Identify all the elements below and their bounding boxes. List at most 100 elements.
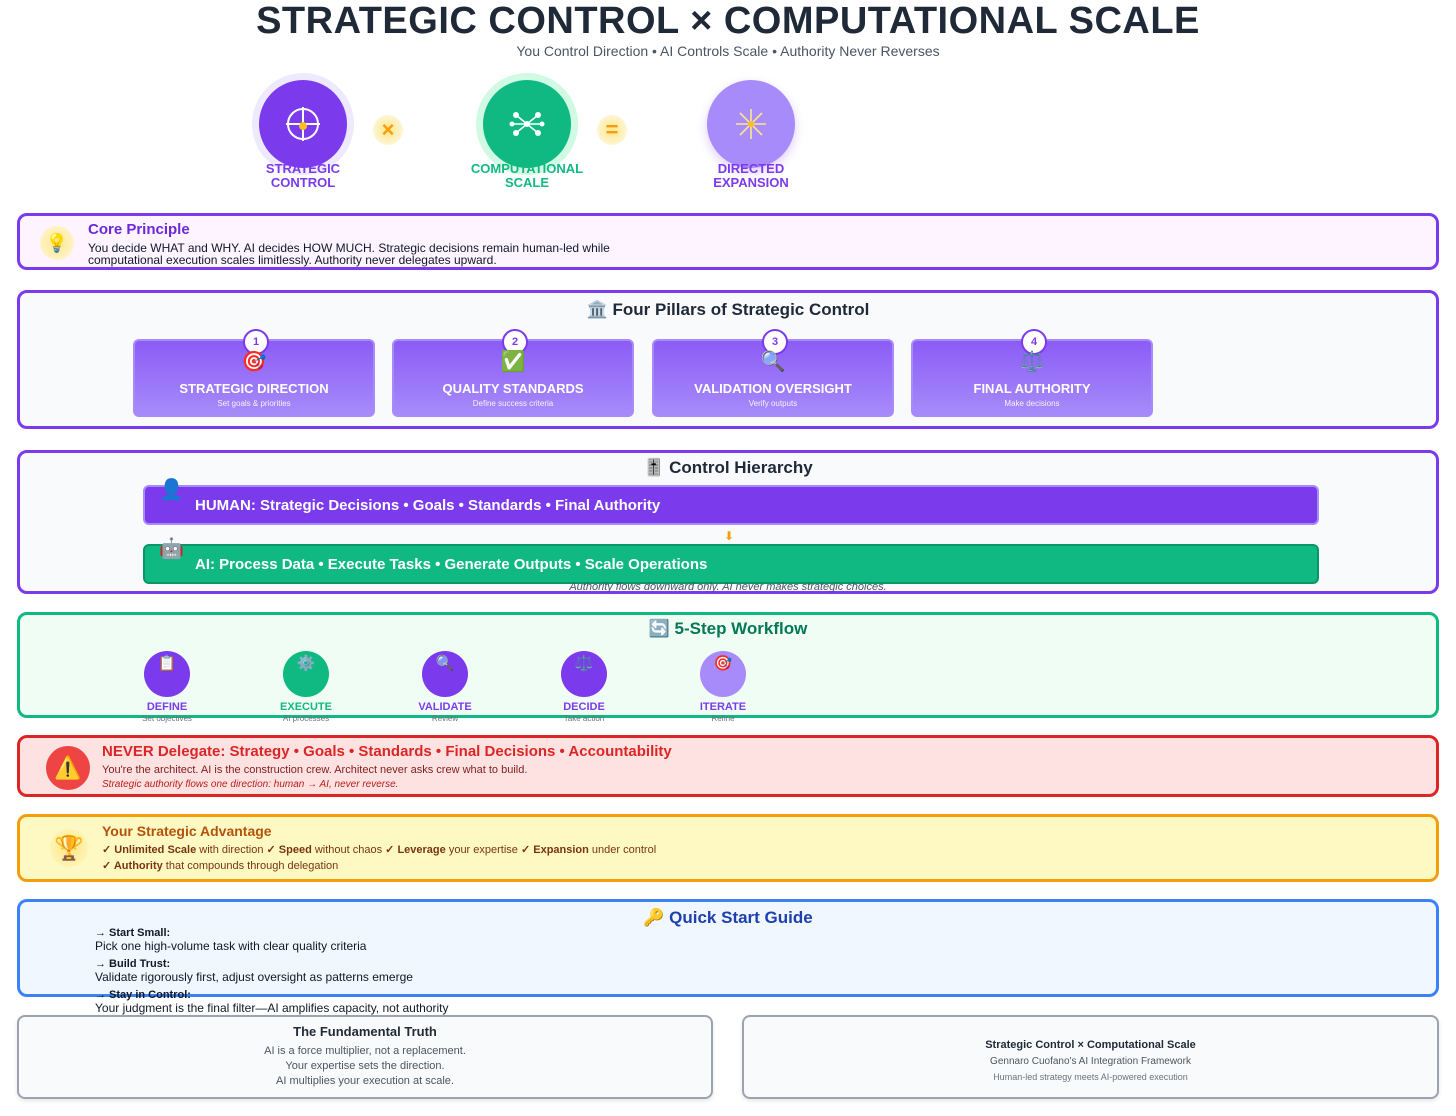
workflow-step-decide: ⚖️ DECIDE Take action bbox=[524, 651, 644, 723]
trophy-icon: 🏆 bbox=[50, 829, 88, 867]
warning-icon: ⚠️ bbox=[46, 746, 90, 790]
pillar-number-badge: 1 bbox=[243, 329, 269, 355]
computational-scale-label-2: SCALE bbox=[504, 175, 550, 190]
equation-strategic-control: STRATEGIC CONTROL bbox=[243, 80, 363, 190]
step-subtitle: Take action bbox=[563, 714, 605, 723]
fundamental-truth-line: AI multiplies your execution at scale. bbox=[276, 1075, 454, 1087]
person-icon: 👤 bbox=[159, 479, 184, 501]
pillar-title: STRATEGIC DIRECTION bbox=[179, 381, 329, 396]
step-label: ITERATE bbox=[699, 701, 747, 713]
ai-layer-bar: 🤖 AI: Process Data • Execute Tasks • Gen… bbox=[143, 538, 1319, 584]
scales-icon: ⚖️ bbox=[1019, 351, 1045, 373]
burst-icon bbox=[736, 109, 766, 139]
scales-icon: ⚖️ bbox=[561, 651, 607, 697]
fundamental-truth-line: AI is a force multiplier, not a replacem… bbox=[264, 1045, 466, 1057]
target-icon: 🎯 bbox=[700, 651, 746, 697]
strategic-control-label-2: CONTROL bbox=[270, 175, 336, 190]
pillar-subtitle: Make decisions bbox=[1004, 399, 1060, 408]
robot-icon: 🤖 bbox=[159, 538, 184, 560]
quick-start-item: → Stay in Control: Your judgment is the … bbox=[95, 989, 449, 1015]
core-principle-text-2: computational execution scales limitless… bbox=[88, 253, 497, 267]
pillar-quality-standards: 2 ✅ QUALITY STANDARDS Define success cri… bbox=[392, 329, 634, 417]
credit-tagline: Human-led strategy meets AI-powered exec… bbox=[993, 1072, 1188, 1082]
pillar-subtitle: Verify outputs bbox=[748, 399, 798, 408]
control-hierarchy-panel: 🎚️ Control Hierarchy 👤 HUMAN: Strategic … bbox=[17, 450, 1439, 594]
advantage-line-2: ✓ Authority that compounds through deleg… bbox=[102, 860, 339, 872]
never-delegate-panel: ⚠️ NEVER Delegate: Strategy • Goals • St… bbox=[17, 735, 1439, 797]
human-layer-bar: 👤 HUMAN: Strategic Decisions • Goals • S… bbox=[143, 479, 1319, 525]
workflow-step-iterate: 🎯 ITERATE Refine bbox=[663, 651, 783, 723]
step-subtitle: Review bbox=[431, 714, 459, 723]
pillar-strategic-direction: 1 🎯 STRATEGIC DIRECTION Set goals & prio… bbox=[133, 329, 375, 417]
step-label: VALIDATE bbox=[418, 701, 472, 713]
check-icon: ✅ bbox=[500, 351, 526, 373]
ai-layer-text: AI: Process Data • Execute Tasks • Gener… bbox=[195, 555, 708, 573]
workflow-step-execute: ⚙️ EXECUTE AI processes bbox=[246, 651, 366, 723]
page-title: STRATEGIC CONTROL × COMPUTATIONAL SCALE bbox=[256, 0, 1200, 42]
pillar-title: FINAL AUTHORITY bbox=[973, 381, 1091, 396]
never-delegate-title: NEVER Delegate: Strategy • Goals • Stand… bbox=[102, 743, 672, 760]
strategic-control-circle bbox=[259, 80, 347, 168]
four-pillars-panel: 🏛️ Four Pillars of Strategic Control 1 🎯… bbox=[17, 290, 1439, 429]
strategic-advantage-title: Your Strategic Advantage bbox=[102, 823, 272, 839]
down-arrow-icon: ⬇ bbox=[724, 529, 735, 543]
target-icon: 🎯 bbox=[241, 351, 267, 373]
equation-directed-expansion: DIRECTED EXPANSION bbox=[691, 80, 811, 190]
directed-expansion-label-2: EXPANSION bbox=[713, 175, 789, 190]
credit-author: Gennaro Cuofano's AI Integration Framewo… bbox=[990, 1056, 1191, 1067]
core-principle-text-1: You decide WHAT and WHY. AI decides HOW … bbox=[88, 241, 610, 255]
pillar-validation-oversight: 3 🔍 VALIDATION OVERSIGHT Verify outputs bbox=[652, 329, 894, 417]
workflow-step-define: 📋 DEFINE Set objectives bbox=[107, 651, 227, 723]
equals-operator-icon: = bbox=[597, 115, 627, 145]
network-icon bbox=[509, 112, 545, 136]
step-subtitle: Refine bbox=[711, 714, 735, 723]
advantage-line-1: ✓ Unlimited Scale with direction ✓ Speed… bbox=[102, 844, 657, 856]
never-delegate-note: Strategic authority flows one direction:… bbox=[102, 779, 399, 790]
fundamental-truth-title: The Fundamental Truth bbox=[293, 1024, 437, 1039]
computational-scale-label-1: COMPUTATIONAL bbox=[470, 161, 584, 176]
pillar-title: VALIDATION OVERSIGHT bbox=[694, 381, 852, 396]
pillar-number-badge: 2 bbox=[502, 329, 528, 355]
quick-start-item: → Build Trust: Validate rigorously first… bbox=[95, 958, 413, 984]
quick-start-item: → Start Small: Pick one high-volume task… bbox=[95, 927, 367, 953]
credit-card: Strategic Control × Computational Scale … bbox=[742, 1015, 1439, 1099]
quick-start-panel: 🔑 Quick Start Guide → Start Small: Pick … bbox=[17, 899, 1439, 1015]
fundamental-truth-line: Your expertise sets the direction. bbox=[285, 1060, 445, 1072]
step-subtitle: Set objectives bbox=[142, 714, 192, 723]
computational-scale-circle bbox=[483, 80, 571, 168]
never-delegate-text: You're the architect. AI is the construc… bbox=[102, 764, 528, 776]
lightbulb-icon: 💡 bbox=[40, 226, 74, 260]
step-label: EXECUTE bbox=[280, 701, 332, 713]
pillar-subtitle: Define success criteria bbox=[472, 399, 554, 408]
step-subtitle: AI processes bbox=[282, 714, 330, 723]
equation-computational-scale: COMPUTATIONAL SCALE bbox=[462, 80, 592, 190]
clipboard-icon: 📋 bbox=[144, 651, 190, 697]
multiply-operator-icon: × bbox=[373, 115, 403, 145]
credit-title: Strategic Control × Computational Scale bbox=[985, 1039, 1196, 1051]
workflow-panel: 🔄 5-Step Workflow 📋 DEFINE Set objective… bbox=[17, 612, 1439, 723]
core-principle-panel: 💡 Core Principle You decide WHAT and WHY… bbox=[17, 213, 1439, 270]
fundamental-truth-card: The Fundamental Truth AI is a force mult… bbox=[17, 1015, 713, 1099]
strategic-control-label-1: STRATEGIC bbox=[265, 161, 341, 176]
step-label: DECIDE bbox=[563, 701, 605, 713]
gear-icon: ⚙️ bbox=[283, 651, 329, 697]
magnifier-icon: 🔍 bbox=[422, 651, 468, 697]
page-subtitle: You Control Direction • AI Controls Scal… bbox=[516, 43, 940, 59]
step-label: DEFINE bbox=[146, 701, 188, 713]
directed-expansion-circle bbox=[707, 80, 795, 168]
pillar-number-badge: 3 bbox=[762, 329, 788, 355]
pillar-final-authority: 4 ⚖️ FINAL AUTHORITY Make decisions bbox=[911, 329, 1153, 417]
hierarchy-note: Authority flows downward only. AI never … bbox=[569, 581, 887, 593]
four-pillars-title: 🏛️ Four Pillars of Strategic Control bbox=[586, 300, 870, 319]
strategic-advantage-panel: 🏆 Your Strategic Advantage ✓ Unlimited S… bbox=[17, 814, 1439, 882]
crosshair-icon bbox=[286, 107, 320, 141]
magnifier-icon: 🔍 bbox=[760, 351, 786, 373]
pillar-number-badge: 4 bbox=[1021, 329, 1047, 355]
directed-expansion-label-1: DIRECTED bbox=[717, 161, 785, 176]
control-hierarchy-title: 🎚️ Control Hierarchy bbox=[643, 458, 813, 477]
core-principle-title: Core Principle bbox=[88, 221, 190, 238]
pillar-title: QUALITY STANDARDS bbox=[442, 381, 584, 396]
human-layer-text: HUMAN: Strategic Decisions • Goals • Sta… bbox=[195, 496, 661, 514]
quick-start-title: 🔑 Quick Start Guide bbox=[643, 908, 813, 927]
pillar-subtitle: Set goals & priorities bbox=[217, 399, 291, 408]
